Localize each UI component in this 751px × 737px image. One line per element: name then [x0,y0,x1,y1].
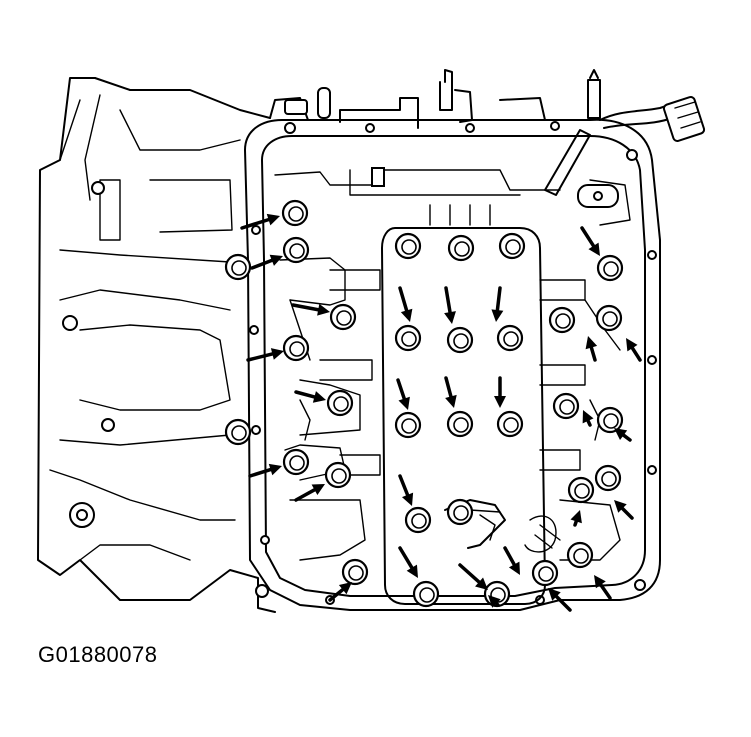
bolt-head [552,392,580,420]
pointer-arrow [240,213,280,230]
pointer-arrow [614,500,634,520]
pointer-arrow [503,546,520,575]
bolt-head [412,580,440,608]
pointer-arrow [291,303,330,316]
pointer-arrow [246,348,284,362]
pointer-arrow [488,595,501,608]
pointer-arrow [582,410,594,427]
bolt-head [594,464,622,492]
bolt-head [531,559,559,587]
pointer-arrow [548,588,572,612]
bolt-head [496,410,524,438]
pointer-arrow [580,226,600,256]
bolt-head [548,306,576,334]
bolt-head [341,558,369,586]
bolt-head [446,410,474,438]
pointer-arrow [294,484,325,502]
bolt-head [282,448,310,476]
bolt-head [446,498,474,526]
pointer-arrow [626,338,642,362]
valve-body-castings [274,167,631,561]
pointer-arrow [491,286,504,322]
bolt-head [596,254,624,282]
bolt-head [224,253,252,281]
bolt-head [394,232,422,260]
pointer-arrow [458,563,488,590]
bolt-head [224,418,252,446]
bolt-head [282,236,310,264]
figure-id-label: G01880078 [38,642,158,667]
bolt-head [596,406,624,434]
pointer-arrow [494,376,506,408]
bolt-head [394,411,422,439]
pointer-arrow [594,575,612,600]
bolt-head [394,324,422,352]
pointer-arrow [570,510,582,527]
bolt-location-arrows [240,213,642,612]
bolt-head [282,334,310,362]
pointer-arrow [396,378,410,410]
bolt-head [329,303,357,331]
pointer-arrow [585,336,598,362]
bolt-head [446,326,474,354]
bolt-head [567,476,595,504]
pointer-arrow [444,286,456,324]
bolt-head [324,461,352,489]
valve-body-bolts [224,199,624,608]
transmission-case [37,77,276,613]
pointer-arrow [250,254,283,270]
pointer-arrow [398,286,413,322]
valve-body-flange [244,118,661,611]
pointer-arrow [328,582,352,602]
bolt-head [404,506,432,534]
bolt-head [595,304,623,332]
bolt-head [496,324,524,352]
bolt-head [498,232,526,260]
bolt-head [281,199,309,227]
pointer-arrow [294,390,326,403]
bolt-head [326,389,354,417]
pointer-arrow [248,463,282,478]
pointer-arrow [614,428,632,442]
pointer-arrow [444,376,457,408]
pointer-arrow [398,546,418,578]
bolt-head [566,541,594,569]
bolt-head [447,234,475,262]
pointer-arrow [398,474,414,506]
